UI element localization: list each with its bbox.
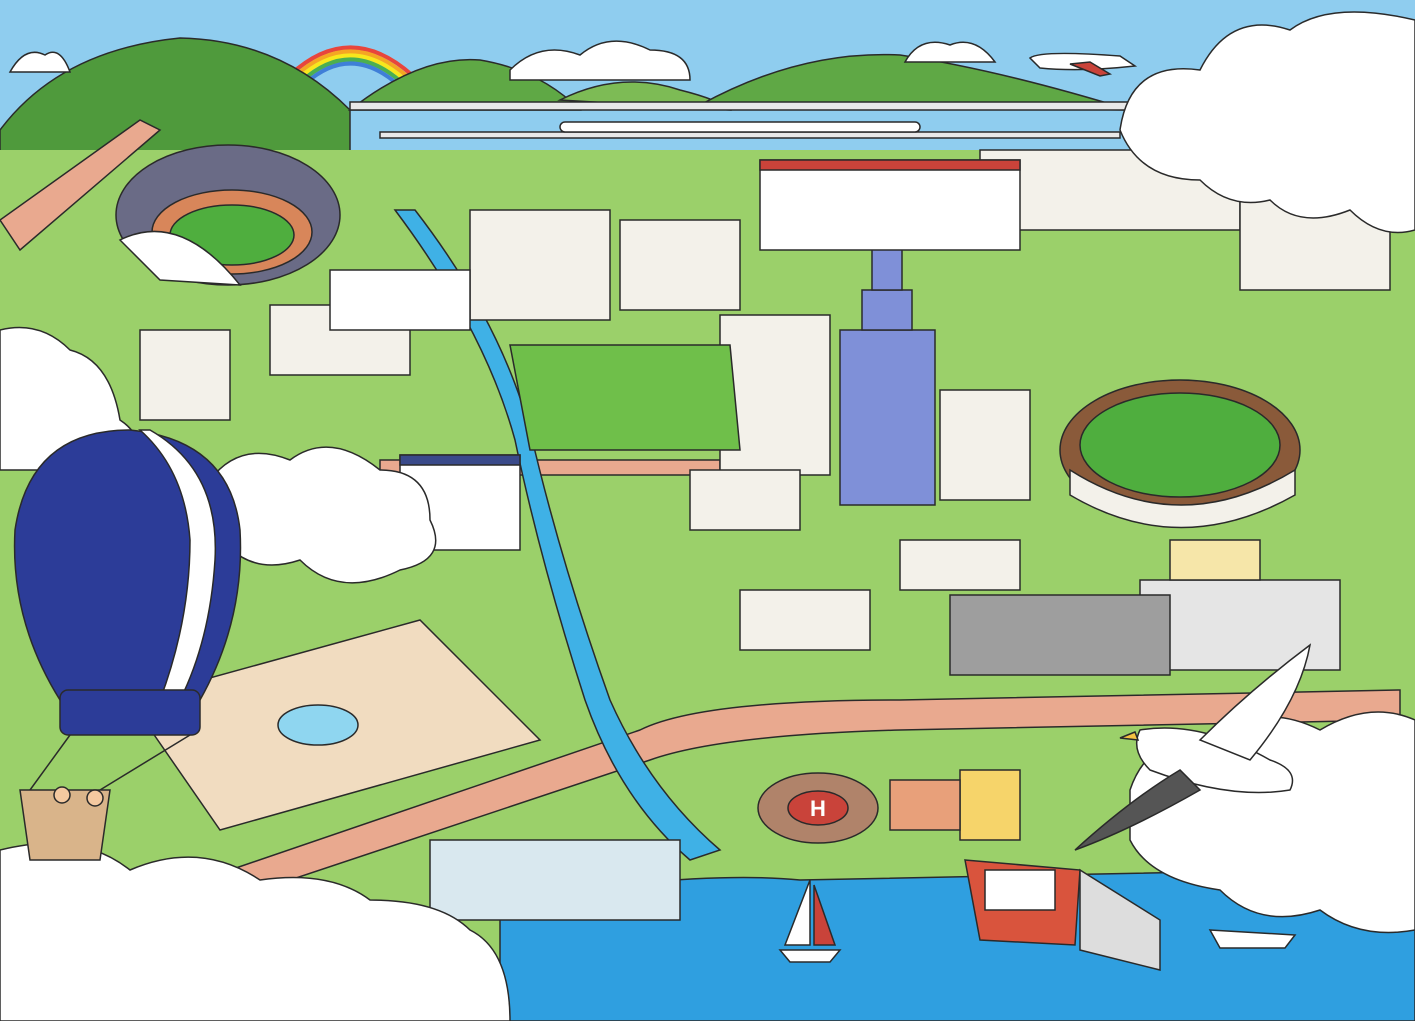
hot-air-balloon [13,429,242,861]
baseball-stadium [1059,379,1301,529]
passenger [53,786,71,804]
helipad: H [757,772,879,844]
balloon-basket [19,789,111,861]
soccer-stadium [115,144,341,286]
bullet-train [559,121,921,133]
seagull [1074,643,1312,851]
central-tower [839,199,936,506]
boats [778,859,1297,971]
passenger [86,789,104,807]
rainbow [288,45,414,85]
houses [329,159,1021,551]
park [128,344,741,831]
airplane [1028,52,1138,77]
parking-lot [949,594,1171,676]
helipad-marking: H [810,796,826,821]
highway [0,119,162,252]
